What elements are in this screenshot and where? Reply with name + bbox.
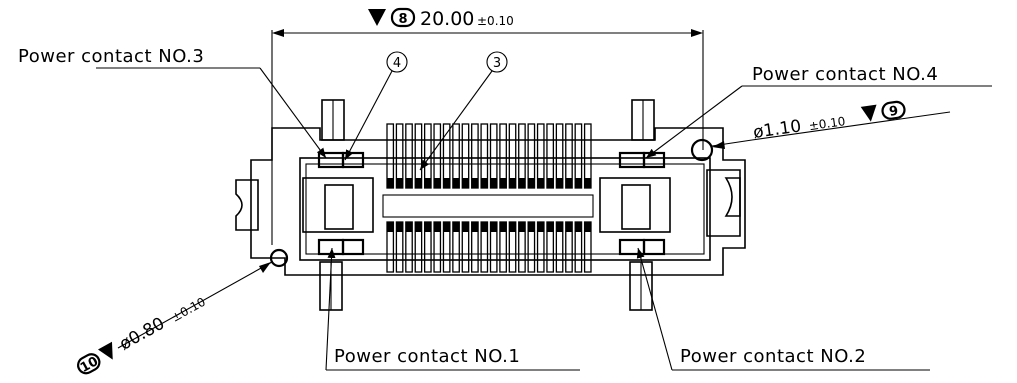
signal-contact-tip xyxy=(471,178,479,188)
signal-contact-tip xyxy=(509,222,516,232)
signal-contact-tip xyxy=(518,222,526,232)
signal-contact-tip xyxy=(424,178,432,188)
arrowhead-left-hole xyxy=(259,262,271,273)
signal-contact-tip xyxy=(556,178,563,188)
signal-contact-tip xyxy=(415,222,422,232)
contact-row-bottom xyxy=(386,221,592,273)
signal-contact-tip xyxy=(415,178,422,188)
signal-contact-tip xyxy=(565,222,573,232)
callout-9-text: 9 xyxy=(888,104,899,120)
hole-right xyxy=(690,138,714,162)
signal-contact-tip xyxy=(434,178,441,188)
signal-contact-tip xyxy=(546,222,554,232)
signal-contact-tip xyxy=(452,178,460,188)
signal-contact-tip xyxy=(490,178,497,188)
right-clip xyxy=(724,177,741,217)
signal-contact-tip xyxy=(575,178,582,188)
callout-box-10 xyxy=(77,353,101,375)
top-dimension: 8 20.00 ±0.10 xyxy=(271,7,704,245)
signal-contact-tip xyxy=(575,222,582,232)
power-contact-1 xyxy=(317,238,345,256)
signal-contact-tip xyxy=(490,222,497,232)
signal-contact-tip xyxy=(387,178,394,188)
arrowhead-right-hole xyxy=(712,141,725,149)
balloon-4: 4 xyxy=(344,51,408,161)
signal-contact-tip xyxy=(434,222,441,232)
label-pc1-group: Power contact NO.1 xyxy=(325,247,580,371)
right-end-slot xyxy=(621,184,651,230)
balloon-3: 3 xyxy=(419,51,508,171)
signal-contact-tip xyxy=(528,222,535,232)
signal-contact-tip xyxy=(556,222,563,232)
power-contact-4 xyxy=(618,151,646,169)
signal-contact-tip xyxy=(405,222,413,232)
arrowhead-right xyxy=(691,29,703,37)
signal-contact-tip xyxy=(462,222,469,232)
label-pc2-group: Power contact NO.2 xyxy=(636,247,930,371)
inner-frame xyxy=(299,157,711,261)
signal-contact-tip xyxy=(481,222,488,232)
signal-contact-tip xyxy=(424,222,432,232)
center-bar xyxy=(382,194,594,218)
signal-contact-tip xyxy=(443,178,450,188)
signal-contact-tip xyxy=(396,222,403,232)
housing-outline xyxy=(250,127,746,276)
dimension-value: 20.00 xyxy=(420,8,474,30)
left-diam-value: ø0.80 xyxy=(116,314,168,355)
balloon-4-text: 4 xyxy=(393,56,401,71)
left-diameter-callout: 10 ø0.80 ±0.10 xyxy=(77,261,273,376)
label-pc4-group: Power contact NO.4 xyxy=(645,64,992,159)
label-power-contact-2: Power contact NO.2 xyxy=(680,346,866,367)
balloon-3-text: 3 xyxy=(493,56,501,71)
signal-contact-tip xyxy=(518,178,526,188)
inspection-triangle-icon-right xyxy=(860,104,877,122)
label-power-contact-1: Power contact NO.1 xyxy=(334,346,520,367)
dimension-tolerance: ±0.10 xyxy=(477,14,514,28)
right-clip-outer xyxy=(706,169,741,237)
hole-left xyxy=(269,248,289,268)
signal-contact-tip xyxy=(443,222,450,232)
signal-contact-tip xyxy=(387,222,394,232)
inspection-triangle-icon-left xyxy=(97,341,113,360)
signal-contact-tip xyxy=(462,178,469,188)
signal-contact-tip xyxy=(537,222,544,232)
callout-box-8 xyxy=(390,7,416,28)
power-contact-3 xyxy=(317,151,345,169)
signal-contact-tip xyxy=(584,178,591,188)
signal-contact-tip xyxy=(509,178,516,188)
signal-contact-tip xyxy=(546,178,554,188)
callout-8-text: 8 xyxy=(398,12,407,27)
right-diameter-callout: ø1.10 ±0.10 9 xyxy=(711,100,951,149)
right-end-block xyxy=(599,177,671,233)
label-pc3-group: Power contact NO.3 xyxy=(18,46,327,159)
signal-contact-tip xyxy=(405,178,413,188)
right-diam-tol: ±0.10 xyxy=(808,114,846,133)
signal-contact-tip xyxy=(528,178,535,188)
inspection-triangle-icon xyxy=(368,9,386,26)
signal-contact-tip xyxy=(537,178,544,188)
label-power-contact-3: Power contact NO.3 xyxy=(18,46,204,67)
inner-frame-2 xyxy=(305,163,705,255)
housing xyxy=(235,99,746,311)
signal-contact-tip xyxy=(481,178,488,188)
signal-contact-tip xyxy=(565,178,573,188)
signal-contact-tip xyxy=(396,178,403,188)
signal-contact-tip xyxy=(499,222,507,232)
label-power-contact-4: Power contact NO.4 xyxy=(752,64,938,85)
left-diam-tol: ±0.10 xyxy=(169,295,208,325)
right-diam-value: ø1.10 xyxy=(752,116,803,143)
left-clip xyxy=(235,179,259,231)
signal-contact-tip xyxy=(584,222,591,232)
signal-contact-tip xyxy=(471,222,479,232)
left-end-block xyxy=(302,177,374,233)
contact-row-top xyxy=(386,123,592,189)
callout-box-9 xyxy=(881,100,906,120)
signal-contact-tip xyxy=(499,178,507,188)
signal-contact-tip xyxy=(452,222,460,232)
arrowhead-left xyxy=(272,29,284,37)
power-contact-2 xyxy=(618,238,646,256)
left-end-slot xyxy=(324,184,354,230)
